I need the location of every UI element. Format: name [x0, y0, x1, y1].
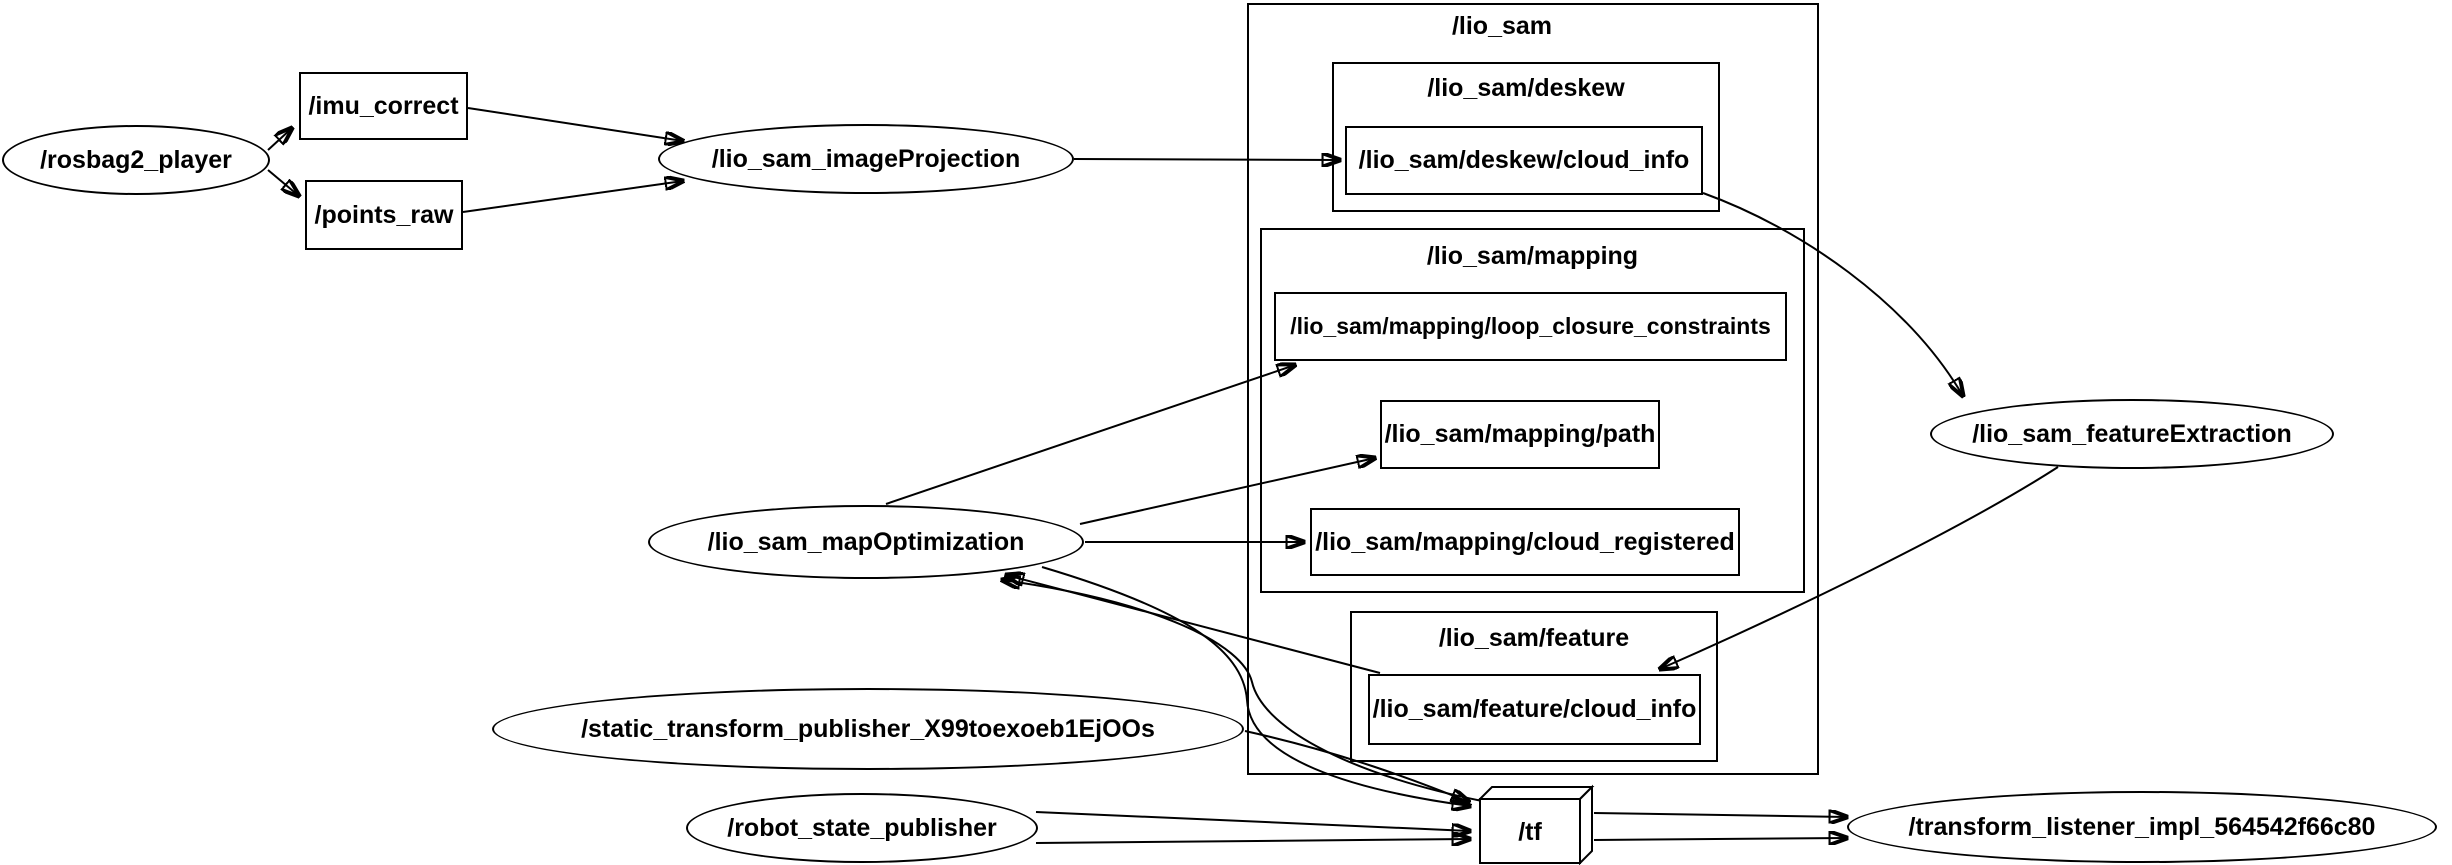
node-robot-state-publisher: /robot_state_publisher	[686, 793, 1038, 863]
topic-imu-correct: /imu_correct	[299, 72, 468, 140]
node-lio-sam-imageprojection: /lio_sam_imageProjection	[658, 124, 1074, 194]
tf-box-front-face	[1479, 798, 1581, 864]
edge-tf-to-transform-listener-2	[1593, 838, 1847, 840]
topic-tf-box: /tf	[1477, 784, 1595, 865]
node-lio-sam-featureextraction: /lio_sam_featureExtraction	[1930, 399, 2334, 469]
cluster-lio-sam-label: /lio_sam	[1451, 12, 1553, 40]
topic-mapping-loop-closure-constraints: /lio_sam/mapping/loop_closure_constraint…	[1274, 292, 1787, 361]
tf-box-top-face	[1477, 786, 1595, 800]
topic-deskew-cloud-info: /lio_sam/deskew/cloud_info	[1345, 126, 1703, 195]
edge-robot-state-to-tf-2	[1035, 839, 1470, 843]
topic-mapping-cloud-registered: /lio_sam/mapping/cloud_registered	[1310, 508, 1740, 576]
node-transform-listener-impl: /transform_listener_impl_564542f66c80	[1847, 791, 2437, 863]
topic-points-raw: /points_raw	[305, 180, 463, 250]
tf-box-right-face	[1579, 784, 1593, 865]
edge-imu-correct-to-imageprojection	[467, 107, 683, 141]
node-lio-sam-mapoptimization: /lio_sam_mapOptimization	[648, 505, 1084, 579]
edge-rosbag-to-imu-correct	[267, 128, 292, 151]
node-static-transform-publisher: /static_transform_publisher_X99toexoeb1E…	[492, 688, 1244, 770]
node-rosbag2-player: /rosbag2_player	[2, 125, 270, 195]
topic-feature-cloud-info: /lio_sam/feature/cloud_info	[1368, 674, 1701, 745]
topic-mapping-path: /lio_sam/mapping/path	[1380, 400, 1660, 469]
cluster-deskew	[1332, 62, 1720, 212]
edge-points-raw-to-imageprojection	[462, 181, 683, 213]
edge-mapoptimization-to-loop-closure-constraints	[885, 365, 1295, 505]
cluster-mapping-label: /lio_sam/mapping	[1426, 242, 1639, 270]
edge-tf-to-transform-listener-1	[1593, 813, 1847, 817]
edge-robot-state-to-tf-1	[1035, 811, 1470, 831]
edge-rosbag-to-points-raw	[267, 169, 299, 196]
topic-tf-label: /tf	[1518, 818, 1542, 846]
cluster-deskew-label: /lio_sam/deskew	[1427, 74, 1625, 102]
cluster-feature-label: /lio_sam/feature	[1438, 624, 1630, 652]
